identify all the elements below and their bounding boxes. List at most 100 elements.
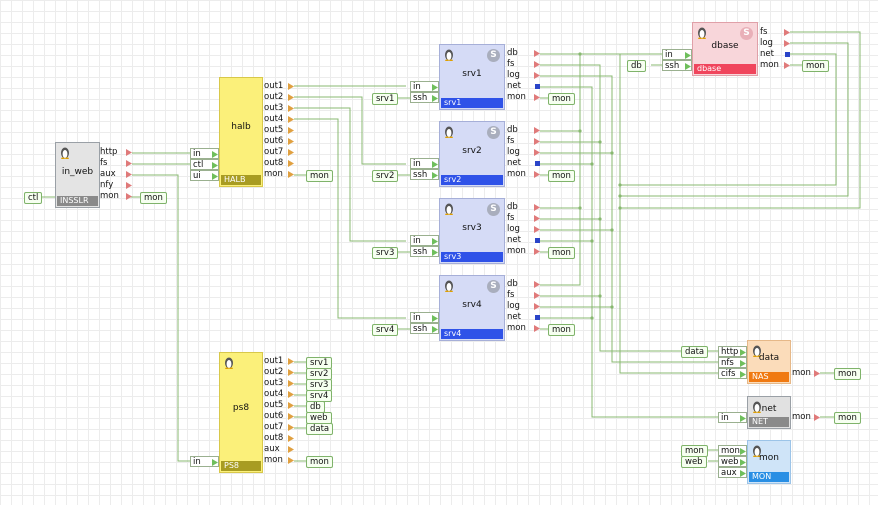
data-port-nfs[interactable]: nfs: [718, 357, 747, 368]
srv-out-log[interactable]: log: [507, 301, 540, 312]
srv-port-in[interactable]: in: [410, 81, 439, 92]
dbase-port-in[interactable]: in: [662, 49, 692, 60]
halb-out4[interactable]: out4: [264, 114, 294, 125]
dbase-out-mon[interactable]: mon: [760, 60, 790, 71]
port-mon[interactable]: mon: [100, 191, 132, 202]
mon-tag[interactable]: mon: [834, 412, 861, 424]
ps8-out7[interactable]: out7: [264, 422, 294, 433]
mon-tag[interactable]: mon: [548, 93, 575, 105]
dbase-out-fs[interactable]: fs: [760, 27, 790, 38]
srv-out-fs[interactable]: fs: [507, 136, 540, 147]
mon-port-aux[interactable]: aux: [718, 467, 747, 478]
ps8-out4[interactable]: out4: [264, 389, 294, 400]
mon-tag[interactable]: mon: [802, 60, 829, 72]
ps8-out8[interactable]: out8: [264, 433, 294, 444]
srv-out-db[interactable]: db: [507, 125, 540, 136]
halb-out8[interactable]: out8: [264, 158, 294, 169]
node-mon[interactable]: mon MON: [747, 440, 791, 484]
halb-out2[interactable]: out2: [264, 92, 294, 103]
halb-port-ui[interactable]: ui: [190, 170, 219, 181]
port-http[interactable]: http: [100, 147, 132, 158]
ssh-tag[interactable]: srv3: [372, 247, 399, 259]
srv-out-log[interactable]: log: [507, 70, 540, 81]
halb-out1[interactable]: out1: [264, 81, 294, 92]
data-port-cifs[interactable]: cifs: [718, 368, 747, 379]
ps8-tag-db[interactable]: db: [306, 401, 325, 413]
srv-port-in[interactable]: in: [410, 312, 439, 323]
srv-out-fs[interactable]: fs: [507, 213, 540, 224]
ps8-tag-data[interactable]: data: [306, 423, 334, 435]
mon-tag[interactable]: mon: [548, 324, 575, 336]
srv-out-fs[interactable]: fs: [507, 290, 540, 301]
mon-tag[interactable]: mon: [548, 170, 575, 182]
ps8-out6[interactable]: out6: [264, 411, 294, 422]
data-port-http[interactable]: http: [718, 346, 747, 357]
dbase-out-log[interactable]: log: [760, 38, 790, 49]
port-nfy[interactable]: nfy: [100, 180, 132, 191]
srv-out-mon[interactable]: mon: [507, 323, 540, 334]
node-net[interactable]: net NET: [747, 396, 791, 429]
halb-out6[interactable]: out6: [264, 136, 294, 147]
srv-out-net[interactable]: net: [507, 312, 540, 323]
mon-tag[interactable]: mon: [548, 247, 575, 259]
ps8-mon[interactable]: mon: [264, 455, 294, 466]
halb-out5[interactable]: out5: [264, 125, 294, 136]
node-halb[interactable]: halb HALB: [219, 77, 263, 187]
port-fs[interactable]: fs: [100, 158, 132, 169]
ssh-tag[interactable]: srv1: [372, 93, 399, 105]
net-port-in[interactable]: in: [718, 412, 747, 423]
input-tag-ctl[interactable]: ctl: [24, 192, 43, 204]
srv-port-ssh[interactable]: ssh: [410, 323, 439, 334]
dbase-out-net[interactable]: net: [760, 49, 790, 60]
ps8-aux[interactable]: aux: [264, 444, 294, 455]
srv-out-mon[interactable]: mon: [507, 92, 540, 103]
halb-out7[interactable]: out7: [264, 147, 294, 158]
srv-port-ssh[interactable]: ssh: [410, 246, 439, 257]
mon-tag[interactable]: mon: [140, 192, 167, 204]
srv-out-net[interactable]: net: [507, 158, 540, 169]
srv-out-log[interactable]: log: [507, 224, 540, 235]
ssh-tag[interactable]: srv4: [372, 324, 399, 336]
srv-out-db[interactable]: db: [507, 48, 540, 59]
mon-port-mon[interactable]: mon: [718, 445, 747, 456]
node-data[interactable]: data NAS: [747, 340, 791, 384]
node-dbase[interactable]: S dbase dbase: [692, 22, 758, 76]
srv-port-in[interactable]: in: [410, 158, 439, 169]
ps8-out3[interactable]: out3: [264, 378, 294, 389]
ps8-out2[interactable]: out2: [264, 367, 294, 378]
data-out-mon[interactable]: mon: [792, 368, 820, 379]
srv-out-net[interactable]: net: [507, 235, 540, 246]
port-aux[interactable]: aux: [100, 169, 132, 180]
halb-out3[interactable]: out3: [264, 103, 294, 114]
halb-port-ctl[interactable]: ctl: [190, 159, 219, 170]
ps8-out1[interactable]: out1: [264, 356, 294, 367]
mon-tag[interactable]: mon: [834, 368, 861, 380]
srv-out-mon[interactable]: mon: [507, 246, 540, 257]
net-out-mon[interactable]: mon: [792, 412, 820, 423]
mon-tag[interactable]: mon: [306, 170, 333, 182]
srv-out-net[interactable]: net: [507, 81, 540, 92]
dbase-port-ssh[interactable]: ssh: [662, 60, 692, 71]
node-in-web[interactable]: in_web INSSLR: [55, 142, 100, 208]
srv-out-db[interactable]: db: [507, 202, 540, 213]
halb-port-in[interactable]: in: [190, 148, 219, 159]
srv-out-log[interactable]: log: [507, 147, 540, 158]
srv-port-in[interactable]: in: [410, 235, 439, 246]
data-in-tag[interactable]: data: [681, 346, 709, 358]
node-ps8[interactable]: ps8 PS8: [219, 352, 263, 473]
halb-mon[interactable]: mon: [264, 169, 294, 180]
srv-out-db[interactable]: db: [507, 279, 540, 290]
ssh-tag-db[interactable]: db: [627, 60, 646, 72]
srv-port-ssh[interactable]: ssh: [410, 92, 439, 103]
ps8-port-in[interactable]: in: [190, 456, 219, 467]
mon-port-web[interactable]: web: [718, 456, 747, 467]
ssh-tag[interactable]: srv2: [372, 170, 399, 182]
mon-tag[interactable]: mon: [306, 456, 333, 468]
srv-out-fs[interactable]: fs: [507, 59, 540, 70]
srv-port-ssh[interactable]: ssh: [410, 169, 439, 180]
srv-out-mon[interactable]: mon: [507, 169, 540, 180]
mon-in-tag-web[interactable]: web: [681, 456, 707, 468]
